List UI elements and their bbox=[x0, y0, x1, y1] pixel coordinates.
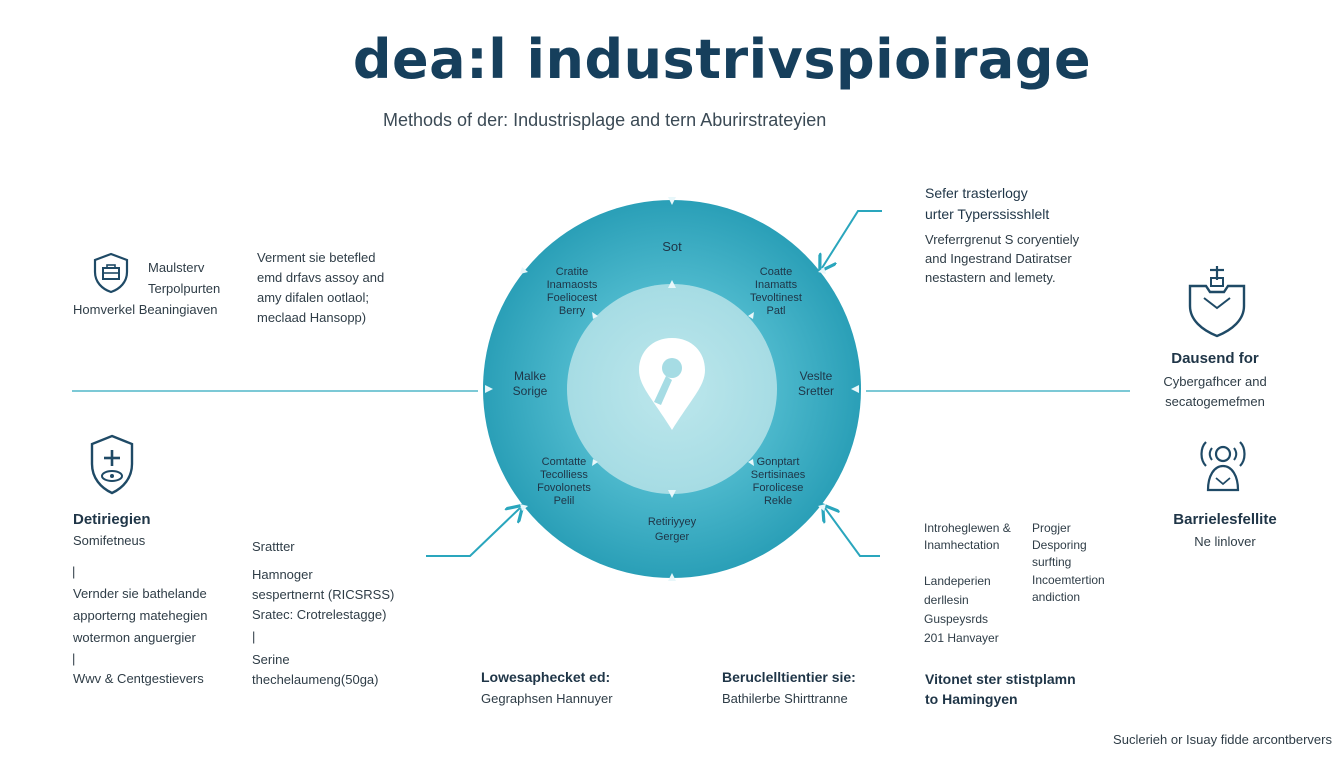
shield-plus-icon bbox=[90, 434, 134, 495]
location-pin-icon bbox=[639, 338, 705, 430]
right-bottom-col1: Introheglewen &Inamhectation bbox=[924, 521, 1011, 552]
left-top-line-3: Homverkel Beaningiaven bbox=[73, 302, 218, 317]
left-bottom-sub: Somifetneus bbox=[73, 533, 146, 548]
bottom-center-right-heading: Beruclelltientier sie: bbox=[722, 669, 856, 685]
footer-text: Suclerieh or Isuay fidde arcontbervers bbox=[1113, 732, 1332, 747]
left-top-line-1: Maulsterv bbox=[148, 260, 205, 275]
left-bottom-heading: Detiriegien bbox=[73, 511, 151, 528]
arrow-top-right bbox=[822, 210, 882, 268]
bottom-center-left-sub: Gegraphsen Hannuyer bbox=[481, 691, 613, 706]
signal-person-icon bbox=[1200, 441, 1246, 492]
bottom-center-left-heading: Lowesaphecket ed: bbox=[481, 669, 611, 685]
mid-left-heading: Srattter bbox=[252, 539, 295, 554]
left-bottom-footer: Wwv & Centgestievers bbox=[73, 671, 204, 686]
far-right-top-heading: Dausend for bbox=[1171, 350, 1259, 367]
left-top-line-2: Terpolpurten bbox=[148, 281, 221, 296]
page-subtitle: Methods of der: Industrisplage and tern … bbox=[383, 110, 827, 130]
arrow-bottom-right bbox=[825, 508, 880, 557]
far-right-bottom-heading: Barrielesfellite bbox=[1173, 511, 1277, 528]
left-bottom-bar-1: | bbox=[72, 564, 76, 579]
bottom-center-right-sub: Bathilerbe Shirttranne bbox=[722, 691, 848, 706]
arrow-bottom-left bbox=[426, 508, 520, 557]
ring-ticks bbox=[485, 197, 859, 581]
far-right-bottom-sub: Ne linlover bbox=[1194, 534, 1256, 549]
shield-briefcase-icon bbox=[93, 252, 129, 294]
tower-shield-icon bbox=[1188, 266, 1246, 338]
left-bottom-bar-2: | bbox=[72, 651, 76, 666]
mid-left-bar: | bbox=[252, 629, 256, 644]
ring-label-top: Sot bbox=[662, 239, 682, 254]
page-title: dea:l industrivspioirage bbox=[352, 28, 1092, 91]
